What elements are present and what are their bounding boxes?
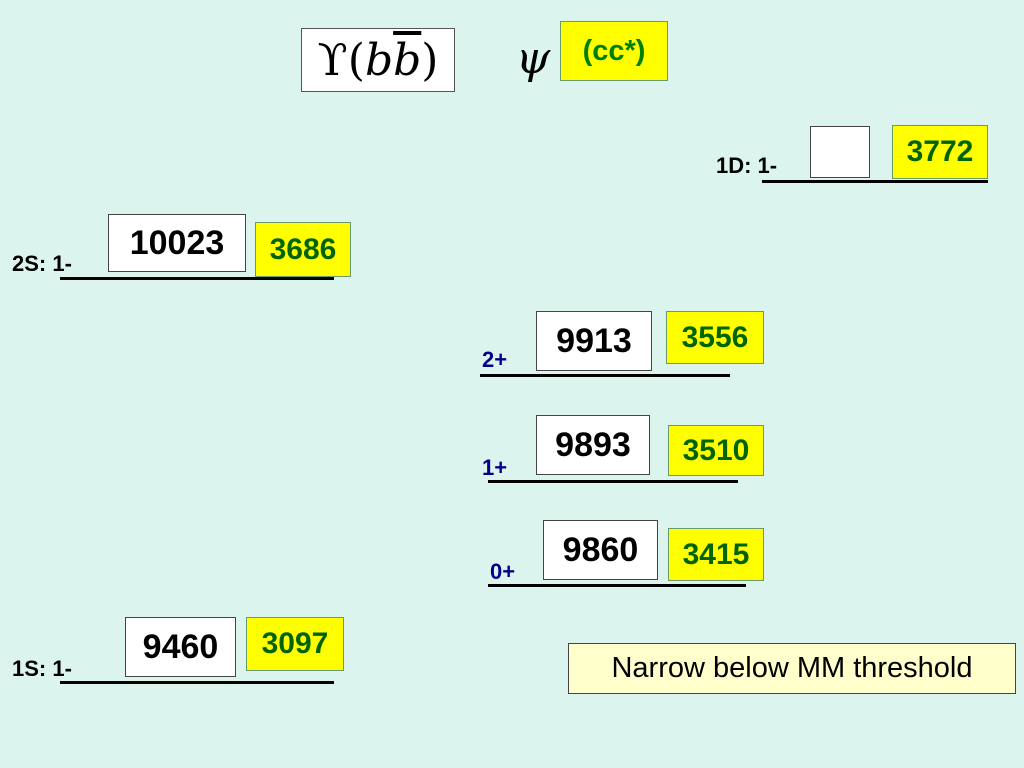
level-2plus-charmonium-box: 3556 [666,311,764,364]
level-1d-line [762,180,988,183]
level-1s-charmonium-box: 3097 [246,617,344,671]
level-1d-charmonium-box: 3772 [892,125,988,179]
level-2s-charmonium-box: 3686 [255,222,351,277]
level-0plus-charmonium-box: 3415 [668,528,764,581]
charm-label-box: (cc*) [560,21,668,81]
psi-symbol: ψ [515,32,551,84]
level-0plus-line [488,584,746,587]
upsilon-open-paren: ( [347,34,365,86]
quark-b: b [364,34,394,86]
level-2plus-line [480,374,730,377]
level-1s-bottomonium-box: 9460 [125,617,236,677]
upsilon-close-paren: ) [421,34,439,86]
level-2s-bottomonium-box: 10023 [108,214,246,272]
level-2plus-bottomonium-box: 9913 [536,311,652,371]
level-1plus-line [488,480,738,483]
level-2s-label: 2S: 1- [12,251,72,276]
level-2plus-label: 2+ [482,347,508,372]
level-2s-line [60,277,334,280]
level-1plus-label: 1+ [482,455,508,480]
level-1plus-charmonium-box: 3510 [668,425,764,476]
level-1s-label: 1S: 1- [12,656,72,681]
level-0plus-bottomonium-box: 9860 [543,520,658,580]
level-1s-line [60,681,334,684]
level-0plus-label: 0+ [490,559,516,584]
level-1d-label: 1D: 1- [716,153,778,178]
upsilon-symbol: ϒ [317,34,348,86]
level-1plus-bottomonium-box: 9893 [536,415,650,475]
level-1d-bottomonium-box [810,126,870,178]
threshold-note: Narrow below MM threshold [568,643,1016,694]
antiquark-b: b [393,34,422,86]
